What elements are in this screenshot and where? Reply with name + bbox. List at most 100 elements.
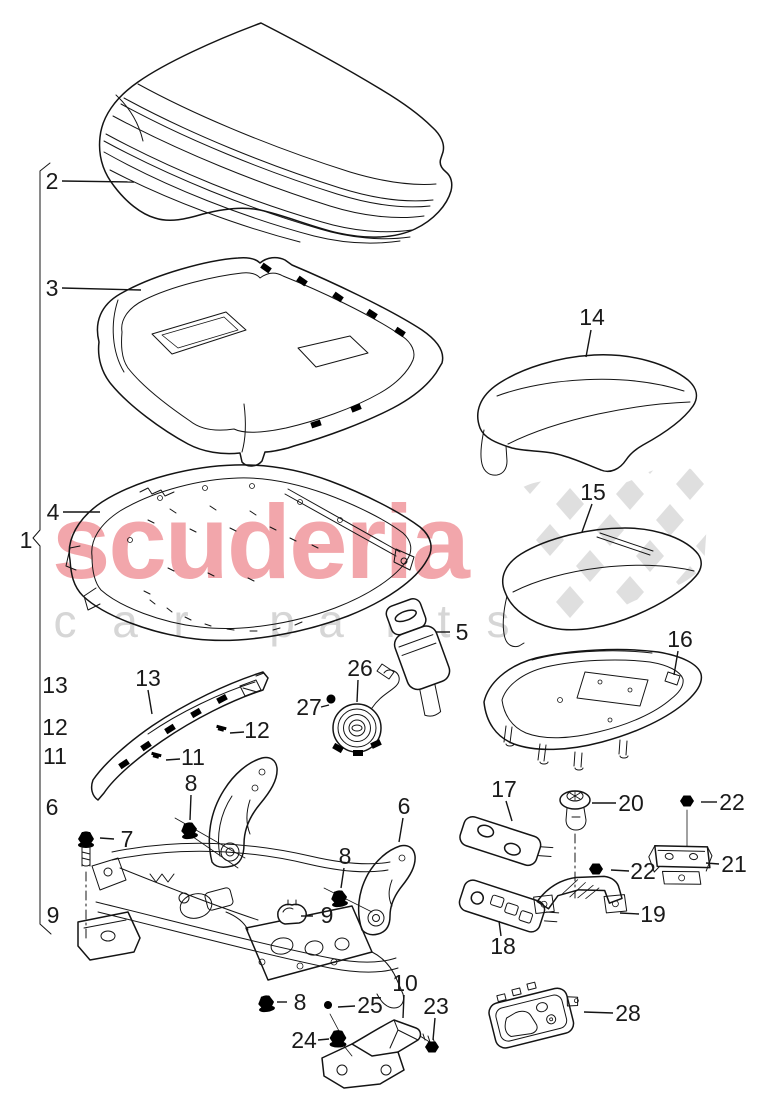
- callout-label-13: 13: [135, 665, 161, 691]
- flag-checker-cell: [616, 478, 644, 510]
- leader-line-13: [147, 689, 153, 715]
- leader-line-7: [99, 837, 115, 840]
- flag-checker-cell: [636, 540, 664, 572]
- leader-line-10: [402, 994, 405, 1019]
- part-17-mount-plate: [459, 816, 554, 867]
- callout-label-26: 26: [347, 655, 373, 681]
- callout-label-24: 24: [291, 1027, 317, 1053]
- leader-line-12: [229, 731, 245, 734]
- flag-checker-cell: [556, 488, 584, 520]
- leader-line-16: [673, 650, 679, 676]
- callout-label-21: 21: [721, 851, 747, 877]
- alignment-line: [323, 887, 373, 913]
- callout-label-22: 22: [630, 858, 656, 884]
- subtitle-letter: c: [54, 595, 77, 647]
- flag-checker-cell: [616, 576, 644, 608]
- leader-line-2: [61, 180, 135, 183]
- part-15-armrest-cover: [501, 527, 702, 648]
- part-9-clip: [277, 899, 307, 925]
- seat-base-frame-assembly: [77, 756, 416, 1009]
- callout-label-11: 11: [43, 743, 67, 769]
- leader-line-15: [581, 503, 593, 533]
- callout-label-8: 8: [185, 770, 198, 796]
- callout-label-19: 19: [640, 901, 666, 927]
- callout-label-7: 7: [121, 826, 134, 852]
- part-7-bolt: [78, 831, 94, 939]
- leader-line-19: [619, 912, 640, 915]
- callout-label-18: 18: [490, 933, 516, 959]
- callout-label-27: 27: [296, 694, 322, 720]
- flag-checker-cell: [716, 494, 744, 526]
- part-25-screw: [317, 991, 334, 1011]
- callout-label-12: 12: [42, 714, 68, 740]
- part-12-screw: [212, 724, 227, 743]
- callout-label-25: 25: [357, 992, 383, 1018]
- leader-line-8: [340, 867, 345, 889]
- part-21-bracket: [648, 844, 713, 885]
- flag-checker-cell: [556, 586, 584, 618]
- callout-label-6: 6: [398, 793, 411, 819]
- callout-label-9: 9: [47, 902, 60, 928]
- leader-line-17: [505, 800, 513, 822]
- leader-line-26: [356, 679, 359, 703]
- part-26-cable-drum: [332, 663, 400, 756]
- callout-label-15: 15: [580, 479, 606, 505]
- flag-checker-cell: [656, 504, 684, 536]
- leader-line-24: [317, 1038, 330, 1041]
- callout-label-22: 22: [719, 789, 745, 815]
- leader-line-25: [337, 1005, 356, 1008]
- subtitle-letter: a: [318, 595, 344, 647]
- part-28-seat-switch: [488, 981, 579, 1049]
- part-5-belt-buckle: [385, 598, 451, 717]
- part-8-nut: [257, 994, 276, 1014]
- part-2-seat-cushion-cover: [98, 22, 453, 244]
- callout-label-23: 23: [423, 993, 449, 1019]
- callout-label-13: 13: [42, 672, 68, 698]
- part-3-seat-padding: [96, 256, 444, 467]
- leader-line-14: [585, 329, 592, 358]
- part-22-nut: [589, 863, 603, 875]
- flag-checker-cell: [516, 466, 544, 494]
- part-13-trim-strip: [90, 671, 269, 801]
- callout-label-6: 6: [46, 794, 59, 820]
- part-14-armrest-lid: [477, 354, 698, 476]
- leader-line-11: [165, 758, 181, 761]
- brand-watermark: scuderia: [52, 484, 471, 601]
- part-18-mount-plate: [458, 879, 560, 933]
- callout-label-10: 10: [392, 970, 418, 996]
- part-22-nut: [680, 795, 694, 807]
- subtitle-letter: s: [487, 595, 510, 647]
- part-24-nut: [329, 1030, 347, 1048]
- leader-line-23: [432, 1017, 436, 1041]
- part-4-seat-frame-pan: [65, 464, 432, 642]
- leader-line-18: [498, 920, 502, 937]
- leader-line-28: [583, 1011, 614, 1014]
- leader-line-8: [189, 794, 192, 821]
- callout-label-3: 3: [46, 275, 59, 301]
- flag-checker-cell: [596, 514, 624, 546]
- callout-label-17: 17: [491, 776, 517, 802]
- callout-label-8: 8: [339, 843, 352, 869]
- flag-checker-cell: [676, 468, 704, 500]
- line-art-layer: [32, 22, 713, 1089]
- subtitle-letter: r: [173, 595, 188, 647]
- part-23-nut: [425, 1041, 439, 1053]
- leader-line-6: [398, 817, 404, 843]
- part-11-screw: [147, 751, 162, 770]
- leader-line-22: [610, 869, 630, 872]
- callout-label-20: 20: [618, 790, 644, 816]
- leader-line-3: [61, 287, 142, 291]
- callout-label-16: 16: [667, 626, 693, 652]
- group-bracket-line: [32, 162, 52, 935]
- flag-checker-cell: [736, 556, 764, 588]
- checkered-flag-watermark: [516, 466, 764, 618]
- callout-label-28: 28: [615, 1000, 641, 1026]
- callout-label-2: 2: [46, 168, 59, 194]
- callout-label-5: 5: [456, 619, 469, 645]
- flag-checker-cell: [696, 530, 710, 562]
- flag-checker-cell: [576, 550, 604, 582]
- part-19-bracket: [533, 875, 628, 914]
- part-20-fastener: [559, 790, 591, 899]
